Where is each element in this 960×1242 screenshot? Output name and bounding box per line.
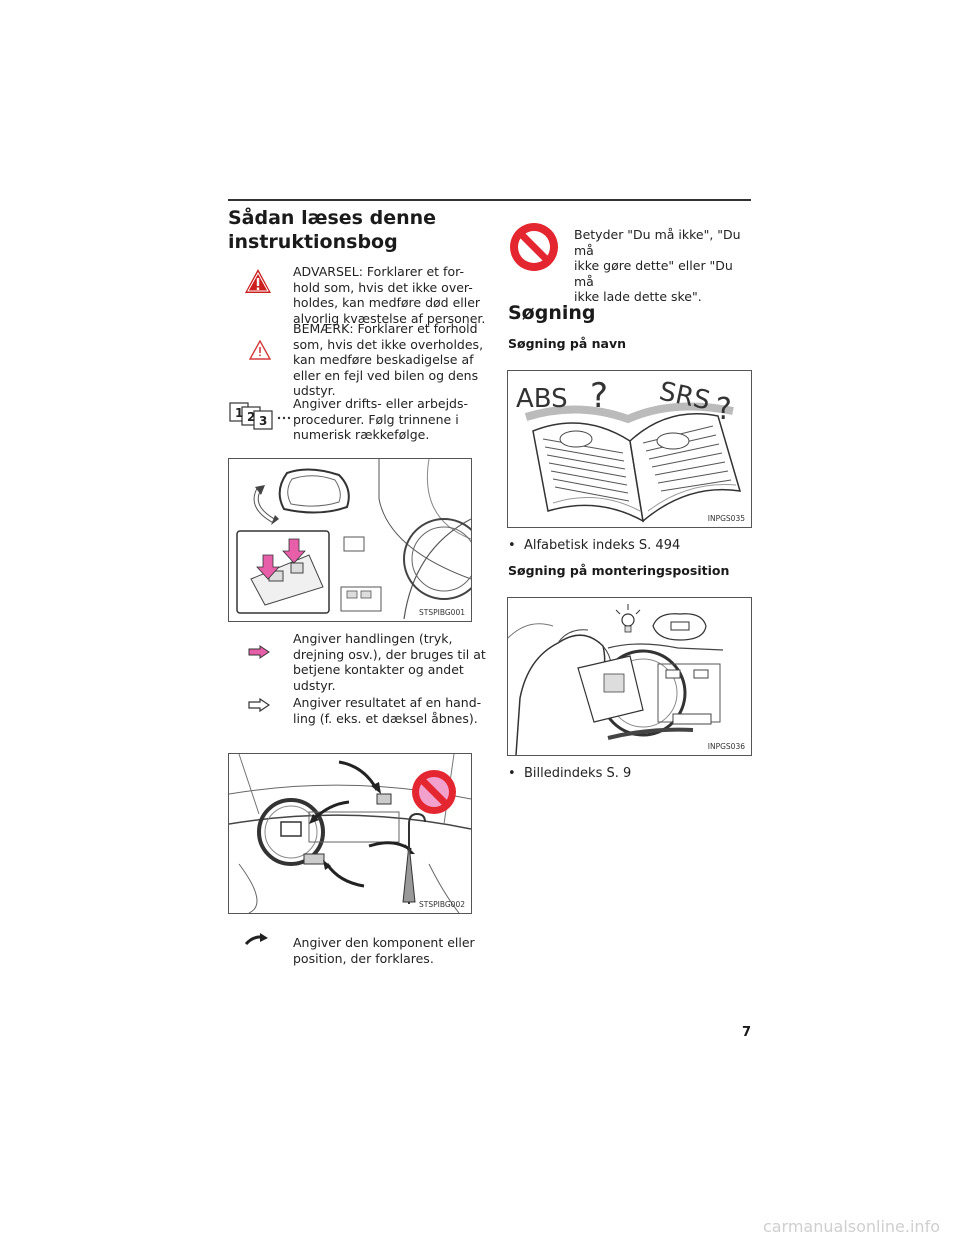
figure-driver: INPGS036	[507, 597, 752, 756]
steps-icon: 1 2 3	[229, 402, 291, 430]
mirror-switch-illustration	[236, 459, 471, 620]
search-by-name-heading: Søgning på navn	[508, 336, 627, 351]
result-arrow-icon	[248, 698, 270, 712]
figure-code: STSPIBG001	[419, 608, 465, 617]
dashboard-illustration	[229, 754, 471, 913]
page-number: 7	[742, 1025, 752, 1040]
title-line-1: Sådan læses denne	[228, 207, 437, 229]
component-text: Angiver den komponent eller position, de…	[293, 935, 475, 966]
figure-code: INPGS036	[707, 742, 745, 751]
search-title: Søgning	[508, 302, 596, 324]
notice-text: BEMÆRK: Forklarer et forhold som, hvis d…	[293, 321, 484, 398]
title-line-2: instruktionsbog	[228, 231, 398, 253]
warning-text: ADVARSEL: Forklarer et for- hold som, hv…	[293, 264, 486, 326]
action-arrow-icon	[248, 645, 270, 659]
figure-code: STSPIBG002	[419, 900, 465, 909]
driver-illustration	[508, 604, 724, 755]
bullet-alphabetic-index: • Alfabetisk indeks S. 494	[508, 538, 681, 553]
prohibition-icon	[510, 223, 558, 271]
figure-code: INPGS035	[707, 514, 745, 523]
search-by-position-heading: Søgning på monteringsposition	[508, 563, 730, 578]
step-digit-1: 1	[235, 406, 243, 420]
result-text: Angiver resultatet af en hand- ling (f. …	[293, 695, 482, 726]
page-title: Sådan læses denne instruktionsbog	[228, 206, 488, 254]
warning-icon	[245, 269, 271, 293]
book-word-abs: ABS	[516, 384, 568, 414]
book-question-2: ?	[716, 392, 732, 427]
step-digit-3: 3	[259, 414, 267, 428]
step-digit-2: 2	[247, 410, 255, 424]
top-rule	[228, 199, 751, 201]
action-text: Angiver handlingen (tryk, drejning osv.)…	[293, 631, 486, 693]
book-illustration: ABS ? SRS ?	[516, 376, 742, 523]
figure-book: ABS ? SRS ? INPGS035	[507, 370, 752, 528]
figure-mirror-switch: STSPIBG001	[228, 458, 472, 622]
watermark: carmanualsonline.info	[762, 1217, 940, 1236]
component-arrow-icon	[245, 933, 268, 946]
steps-text: Angiver drifts- eller arbejds- procedure…	[293, 396, 468, 442]
bullet-picture-index: • Billedindeks S. 9	[508, 766, 632, 781]
notice-icon	[249, 340, 271, 360]
book-question-1: ?	[590, 376, 608, 416]
figure-dashboard: STSPIBG002	[228, 753, 472, 914]
prohibition-text: Betyder "Du må ikke", "Du må ikke gøre d…	[574, 227, 741, 304]
